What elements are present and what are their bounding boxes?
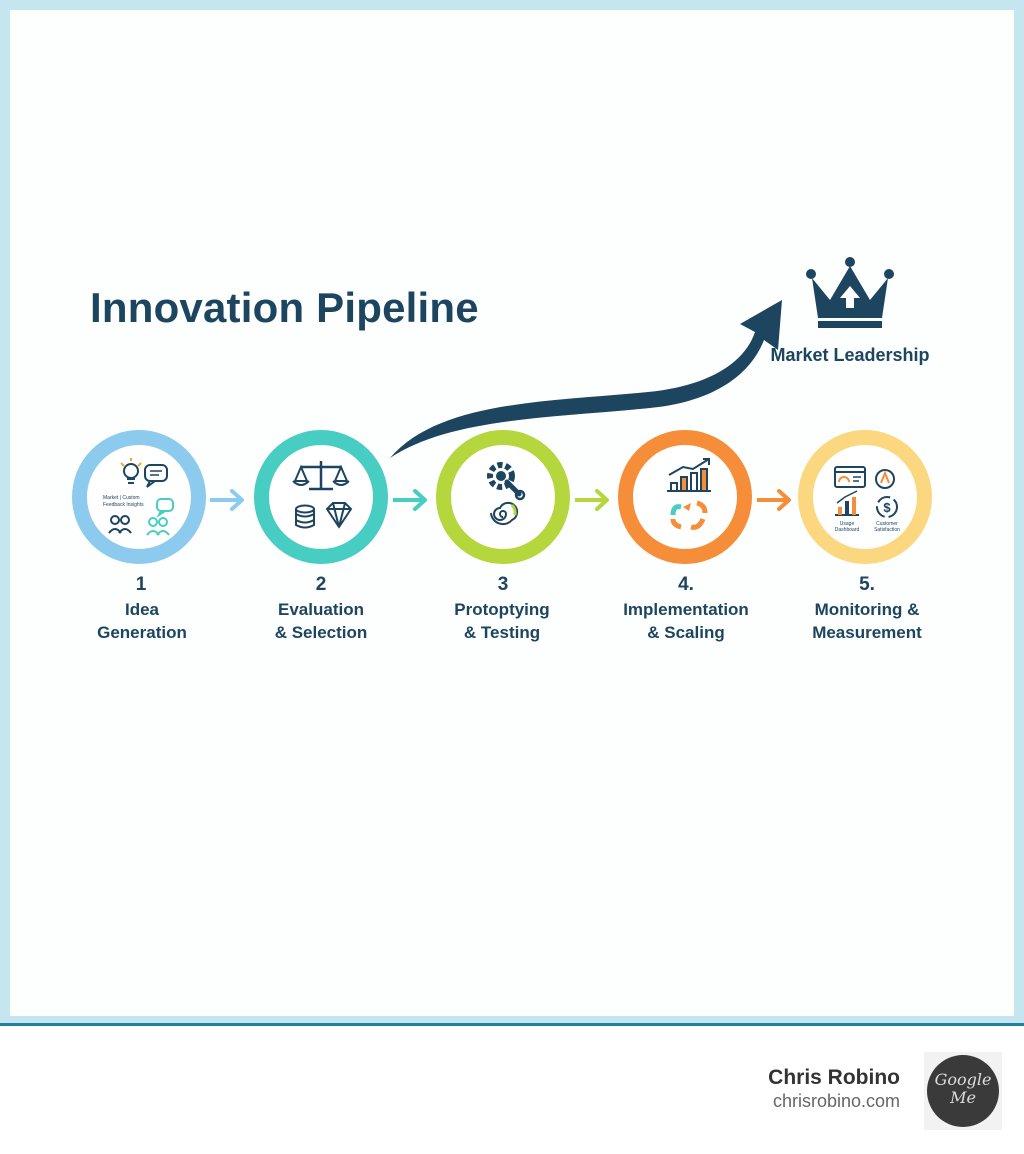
icon-caption: Satisfaction [874, 527, 900, 533]
balance-scale-icon [292, 461, 350, 491]
growth-arrow-icon [390, 300, 782, 458]
speech-bubble-icon [156, 498, 174, 518]
flow-arrow-icon [757, 489, 791, 511]
icon-caption: Market | Custom [103, 495, 140, 501]
google-me-badge[interactable]: Google Me [924, 1052, 1002, 1130]
step-ring [254, 430, 388, 564]
cycle-arrows-icon [670, 500, 708, 530]
step-number: 1 [135, 574, 147, 595]
diagram-title: Innovation Pipeline [90, 284, 479, 331]
step-ring: Market | Custom Feedback Insights [72, 430, 206, 564]
spiral-icon [490, 501, 519, 526]
growth-chart-icon [667, 458, 711, 492]
diamond-icon [325, 502, 353, 529]
goal-label: Market Leadership [770, 345, 930, 365]
speech-bubble-icon [144, 464, 168, 488]
svg-text:$: $ [883, 500, 891, 515]
coin-stack-icon [295, 504, 315, 529]
step-number: 2 [315, 574, 327, 595]
footer-divider [0, 1023, 1024, 1026]
step-ring [618, 430, 752, 564]
flow-arrow-icon [210, 489, 244, 511]
lightbulb-icon [120, 458, 142, 484]
step-name: Idea Generation [97, 600, 187, 642]
author-website-link[interactable]: chrisrobino.com [772, 1091, 900, 1111]
step-name: Evaluation & Selection [274, 600, 368, 642]
dollar-cycle-icon: $ [875, 469, 898, 518]
dashboard-icon [834, 466, 866, 488]
gear-wrench-icon [487, 462, 526, 501]
step-number: 4. [678, 574, 694, 595]
flow-arrow-icon [393, 489, 427, 511]
flow-arrow-icon [575, 489, 609, 511]
google-me-logo: Google Me [927, 1055, 999, 1127]
people-group-icon [108, 515, 170, 536]
step-ring [436, 430, 570, 564]
bar-chart-icon [835, 490, 859, 516]
icon-caption: Feedback Insights [103, 502, 144, 508]
author-name: Chris Robino [768, 1066, 900, 1089]
icon-caption: Usage [840, 521, 855, 527]
step-ring: $ Usage Dashboard Customer Satisfaction [798, 430, 932, 564]
icon-caption: Customer [876, 521, 898, 527]
crown-up-arrow-icon [806, 257, 894, 328]
step-name: Protoptying & Testing [454, 600, 550, 642]
step-number: 5. [859, 574, 875, 595]
step-name: Monitoring & Measurement [812, 600, 922, 642]
icon-caption: Dashboard [835, 527, 860, 533]
step-name: Implementation & Scaling [623, 600, 749, 642]
step-number: 3 [497, 574, 509, 595]
